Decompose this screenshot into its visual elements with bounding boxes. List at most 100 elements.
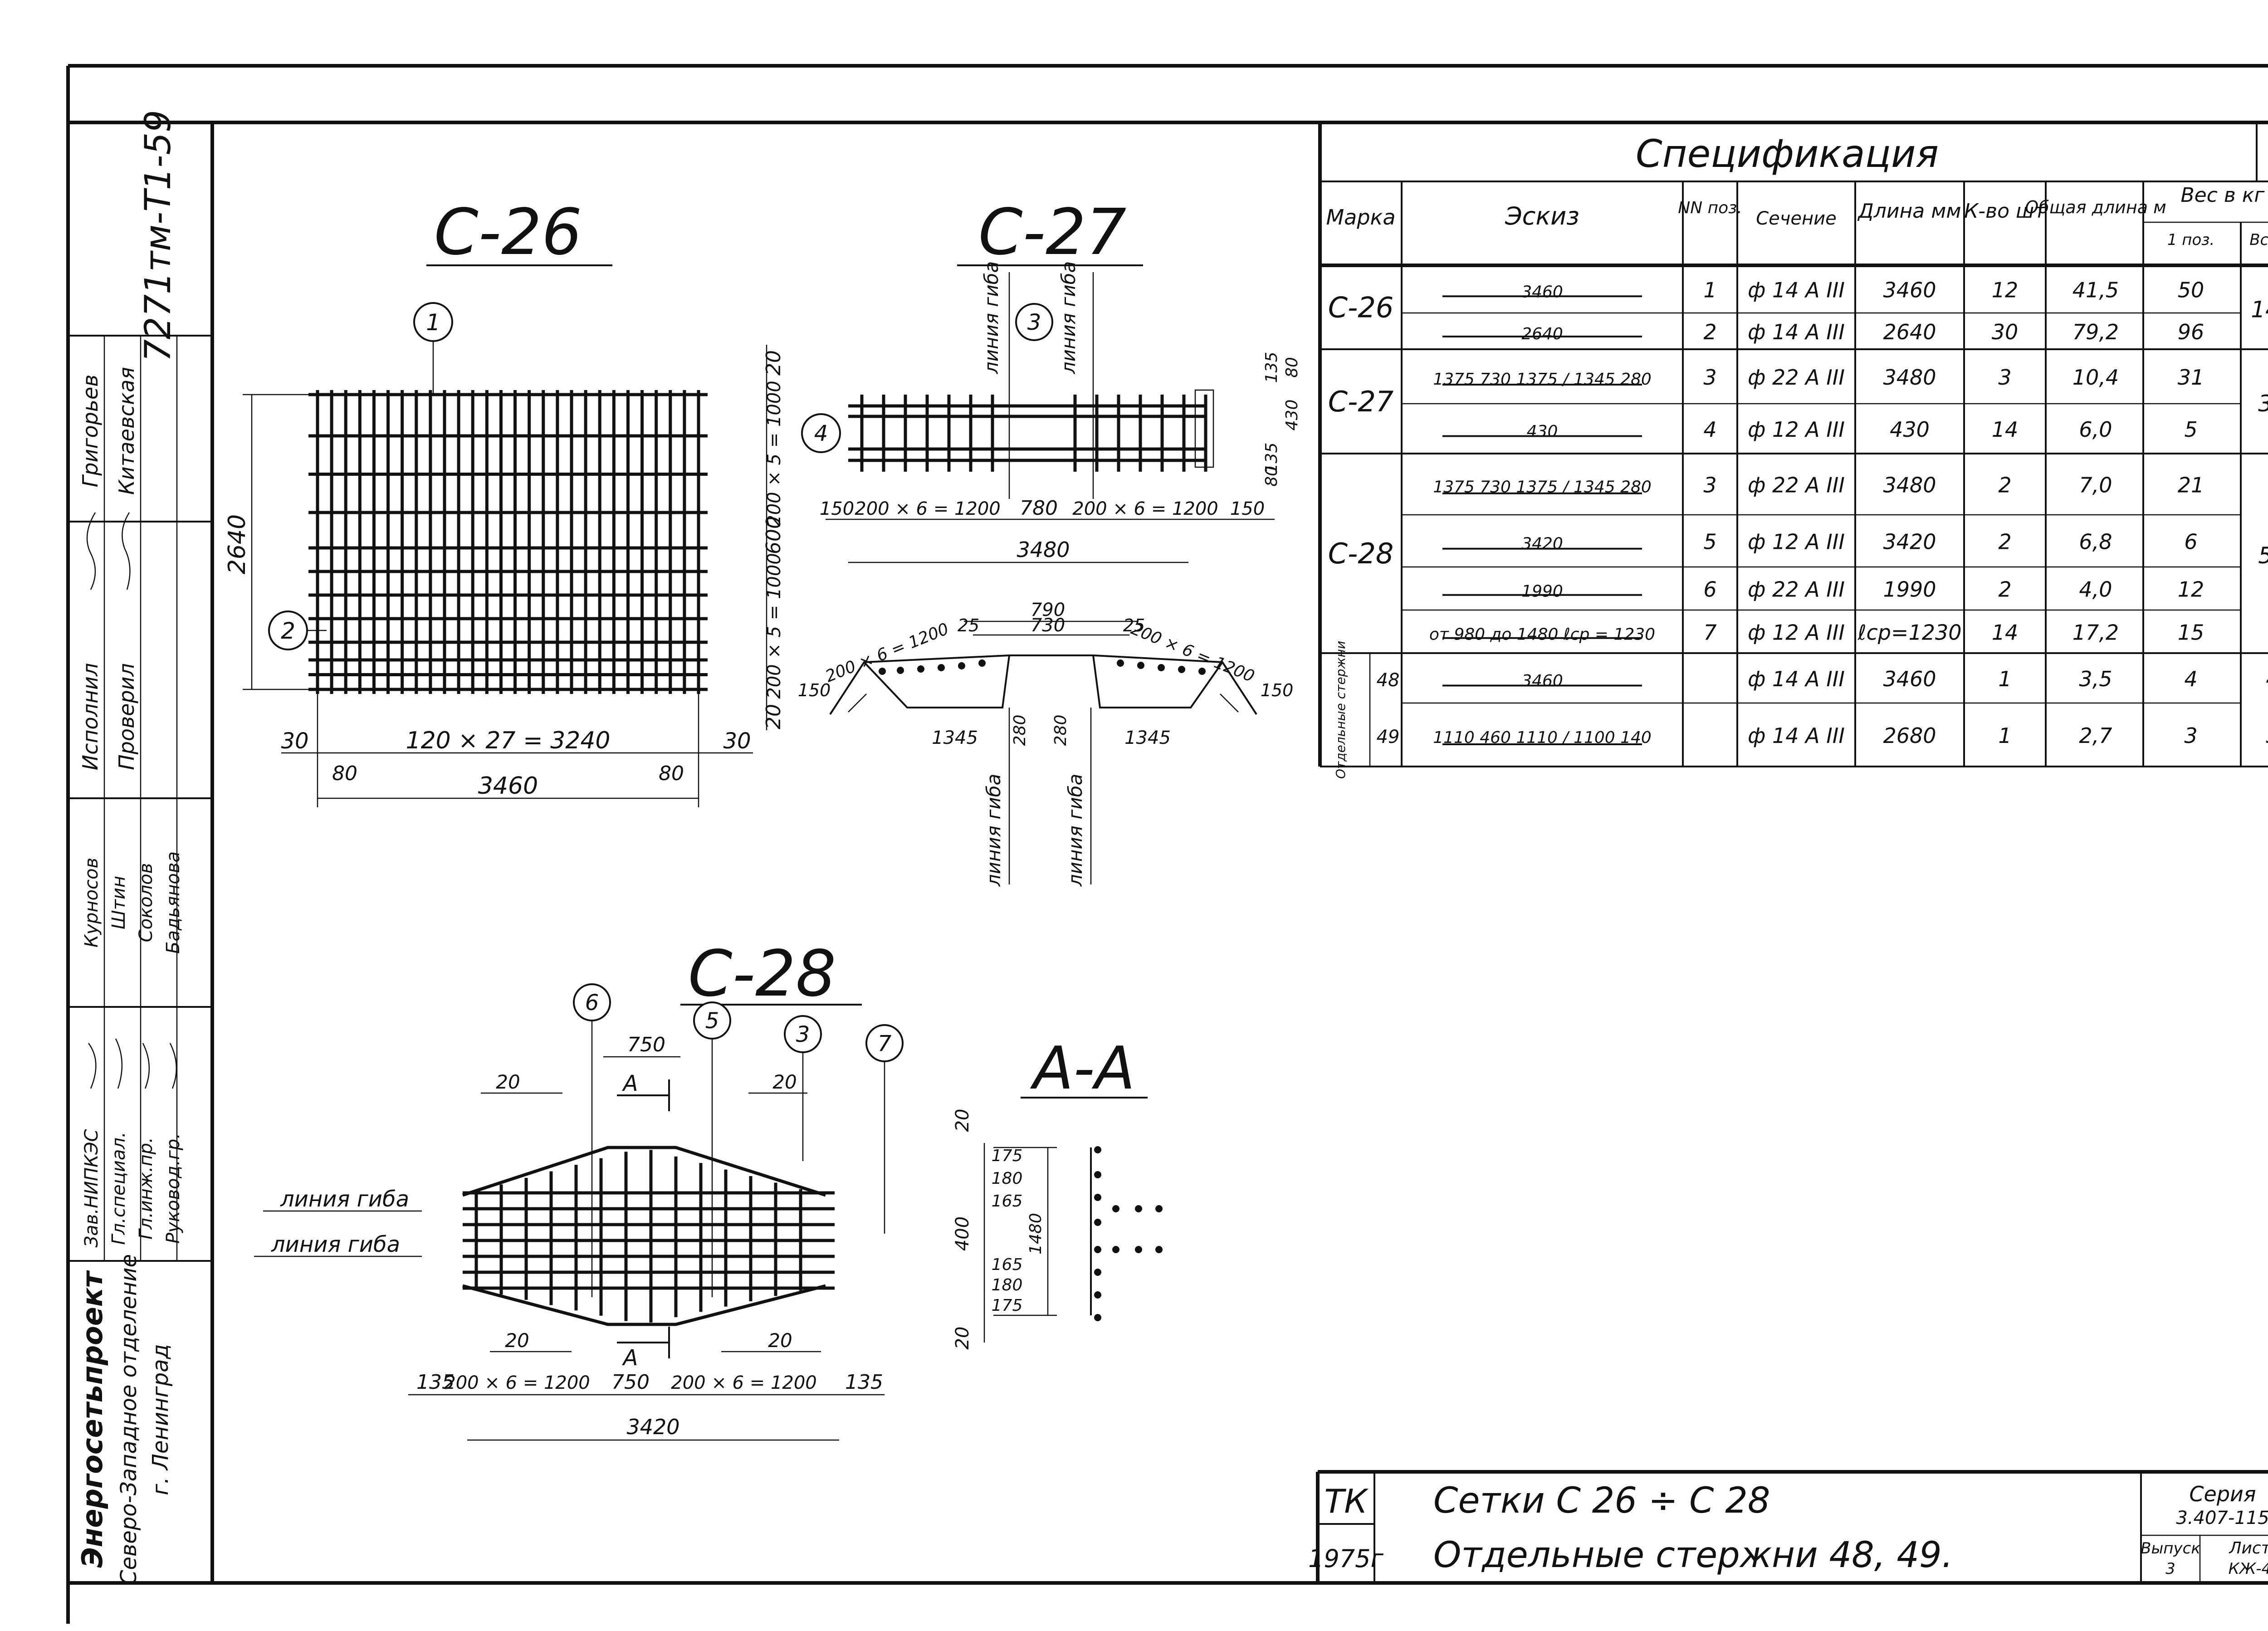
c28-pos-5: 5 [705,1008,719,1034]
spec-header-cell: 1 поз. [2167,231,2214,249]
section-aa-bar-dot [1094,1194,1101,1201]
spec-cell-sketch: 1990 [1521,582,1563,601]
c27-dim-135a: 135 [1262,352,1281,383]
spec-cell-mark: С-28 [1328,537,1394,570]
org-line-1: Энергосетьпроект [76,1270,109,1568]
spec-header-cell: NN поз. [1678,199,1742,217]
stamp-name-4: Штин [108,876,129,929]
stamp-role-5: Гл.инж.пр. [136,1137,156,1240]
c27-dim-1345a: 1345 [932,728,978,748]
c27-end-box [1194,389,1214,468]
signature-2 [88,1038,177,1089]
tb-issue-value: 3 [2165,1560,2175,1578]
section-aa-bar-dot [1094,1314,1101,1321]
c26-dim-rb: 600 [762,516,785,554]
doc-code: 7271тм-Т1-59 [138,110,179,362]
tb-line1: Сетки С 26 ÷ С 28 [1433,1480,1770,1521]
tb-sheet-value: КЖ-4 [2229,1560,2268,1578]
spec-cell-total-len: 6,8 [2079,530,2112,554]
c27-bend-label-bottom-2: линия гиба [1064,774,1086,887]
spec-cell-section: ф 12 А III [1748,530,1845,554]
c27-dim-25b: 25 [1123,615,1145,635]
spec-cell-weight: 12 [2178,577,2204,602]
c28-dim-20c: 20 [505,1329,529,1352]
c28-dim-20f: 20 [952,1327,973,1350]
view-section-aa: А-А [1021,1034,1163,1321]
spec-cell-total-len: 7,0 [2079,473,2112,498]
spec-cell-length: 2680 [1883,723,1936,748]
c28-bent-bar-top [462,1146,826,1197]
spec-cell-qty: 2 [1998,473,2011,498]
spec-cell-qty: 2 [1998,577,2011,602]
section-aa-bar-dot [1112,1246,1119,1253]
c28-dim-1480: 1480 [1026,1213,1045,1255]
c28-dim-175a: 175 [992,1147,1023,1165]
spec-cell-section: ф 12 А III [1748,620,1845,645]
spec-cell-pos: 7 [1703,620,1716,645]
spec-cell-section: ф 14 А III [1748,320,1845,344]
c27-bar-dot [938,664,945,671]
c27-dim-pitch-a: 200 × 6 = 1200 [855,498,1000,519]
c26-dim-height: 2640 [224,514,251,574]
spec-cell-mark: 49 [1377,727,1400,747]
c28-dim-180a: 180 [992,1169,1023,1188]
section-aa-bar-dot [1094,1269,1101,1276]
stamp-role-1: Исполнил [78,663,103,771]
spec-cell-qty: 1 [1998,667,2011,691]
c28-section-mark-top: А [622,1071,638,1096]
c27-bend-label-bottom-1: линия гиба [982,774,1005,887]
c26-dim-r20b: 20 [762,704,785,729]
c27-dim-430: 430 [1283,400,1301,431]
spec-cell-sketch: 3420 [1521,535,1563,553]
spec-cell-section: ф 14 А III [1748,278,1845,303]
c27-plan [848,272,1214,499]
c27-dim-25a: 25 [958,615,979,635]
section-aa-bar-dot [1094,1219,1101,1226]
c27-dim-780: 780 [1020,497,1058,520]
spec-cell-qty: 2 [1998,530,2011,554]
c27-dim-pitch-c: 200 × 6 = 1200 [823,620,952,686]
c27-bar-dot [1137,662,1144,669]
stamp-name-3: Курносов [81,858,102,947]
c27-dim-730: 730 [1031,615,1065,636]
c27-dim-150a: 150 [820,498,854,519]
stamp-role-2: Проверил [114,663,139,770]
stamp-role-6: Руковод.гр. [163,1133,184,1244]
spec-cell-section: ф 14 А III [1748,723,1845,748]
spec-cell-length: 3460 [1883,278,1936,303]
c28-dim-pitch-a: 200 × 6 = 1200 [444,1372,590,1393]
spec-title: Спецификация [1636,132,1939,176]
stamp-role-3: Зав.НИПКЭС [81,1129,102,1248]
spec-header-cell: Марка [1326,205,1395,230]
spec-cell-length: 3480 [1883,365,1936,390]
c28-bent-bar-bottom [462,1284,826,1326]
c27-dim-280a: 280 [1011,715,1029,746]
spec-header-cell: Общая длина м [2025,197,2166,217]
spec-cell-length: 1990 [1883,577,1936,602]
c28-pos-6: 6 [585,990,599,1016]
c28-dim-135b: 135 [845,1371,883,1394]
c27-bar-dot [1198,668,1206,675]
c27-dim-3480: 3480 [1017,537,1070,562]
tb-issue-label: Выпуск [2141,1539,2200,1558]
spec-cell-sketch: 3460 [1521,672,1563,690]
org-line-3: г. Ленинград [148,1344,173,1495]
spec-cell-sketch: 2640 [1521,325,1563,343]
tb-series-label: Серия [2189,1482,2256,1506]
spec-cell-weight: 6 [2184,530,2197,554]
c27-dim-135b: 135 [1262,443,1281,474]
spec-header-cell: Длина мм [1857,200,1961,223]
view-c27: С-27 линия гиба линия гиба 3 4 135 80 43… [798,195,1301,887]
tb-sheet-label: Лист [2228,1539,2268,1558]
section-aa-bar-dot [1094,1291,1101,1299]
c26-dim-rc: 200 × 5 = 1000 [764,553,785,698]
spec-cell-mark: С-27 [1328,385,1394,418]
spec-cell-length: 430 [1890,417,1930,442]
c27-bar-dot [978,659,986,667]
spec-cell-length: 3480 [1883,473,1936,498]
section-aa-bar-dot [1112,1205,1119,1212]
c27-dim-280b: 280 [1051,715,1070,746]
spec-cell-total-len: 4,0 [2079,577,2112,602]
